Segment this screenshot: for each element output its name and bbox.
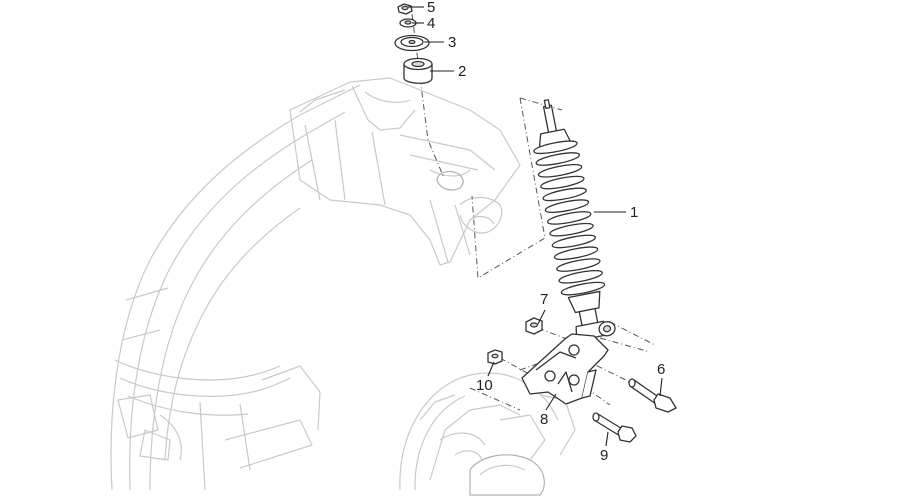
callout-5: 5 xyxy=(427,0,435,16)
part-5-nut xyxy=(397,3,413,15)
assembly-guide-lines xyxy=(411,13,656,411)
part-10-nut xyxy=(487,349,503,365)
callout-labels: 5 4 3 2 1 7 6 8 9 10 xyxy=(427,0,665,464)
callout-9: 9 xyxy=(600,447,608,464)
shock-spring xyxy=(533,140,606,296)
callout-1: 1 xyxy=(630,204,638,221)
callout-10: 10 xyxy=(476,377,493,394)
callout-6: 6 xyxy=(657,361,665,378)
callout-3: 3 xyxy=(448,34,456,51)
leader-lines xyxy=(408,6,663,447)
callout-8: 8 xyxy=(540,411,548,428)
frame-outline xyxy=(110,77,576,496)
callout-7: 7 xyxy=(540,291,548,308)
part-7-nut xyxy=(525,317,543,335)
part-8-bracket xyxy=(521,333,609,405)
callout-2: 2 xyxy=(458,63,466,80)
part-1-shock-absorber xyxy=(533,99,616,342)
part-6-bolt xyxy=(628,378,677,413)
part-3-cup-washer xyxy=(394,34,430,52)
callout-4: 4 xyxy=(427,15,435,32)
part-9-bolt xyxy=(592,412,637,443)
part-2-rubber-bush xyxy=(403,57,433,84)
